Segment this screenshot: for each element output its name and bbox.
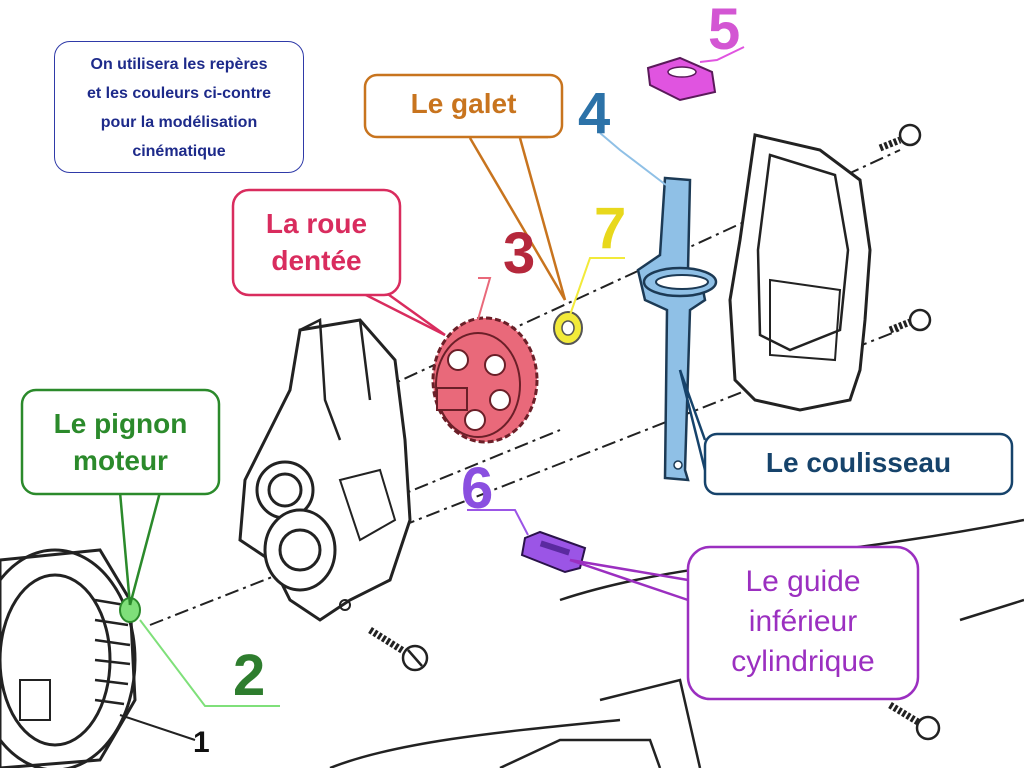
modeling-note: On utilisera les repères et les couleurs… [54,41,304,173]
callout-roue-line: dentée [271,245,362,276]
note-line: pour la modélisation [100,114,258,131]
callout-box-coulisseau [703,432,1014,496]
callout-roue-line: La roue [265,208,368,239]
callout-pignon-label: Le pignon moteur [22,405,219,479]
part-number-7: 7 [594,196,627,261]
screw-top-right [878,123,922,152]
screw-left [368,627,429,672]
screws [368,123,941,741]
number-leaders [139,46,745,707]
callout-pignon-line: Le pignon [53,408,188,439]
part-number-2: 2 [233,643,266,708]
note-line: On utilisera les repères [90,56,268,73]
callout-coulisseau-label: Le coulisseau [765,447,952,478]
slider-part [636,176,718,482]
part-number-3: 3 [503,221,536,286]
gear-wheel-part [431,316,539,444]
callout-guide-line: inférieur [748,605,858,638]
callout-box-roue [231,188,402,297]
base-outline [329,518,1024,768]
callout-box-galet [363,73,564,139]
gear-housing [238,318,412,622]
part-number-5: 5 [708,0,741,62]
note-line: cinématique [132,143,226,160]
callout-guide-line: Le guide [745,565,861,598]
part-number-1: 1 [193,726,210,759]
callout-box-pignon [20,388,221,496]
motor-part [0,548,196,768]
callout-roue-label: La roue dentée [233,205,400,279]
callout-box-guide [686,545,920,701]
lower-guide-part [520,530,587,574]
callout-guide-label: Le guide inférieur cylindrique [688,562,918,682]
callout-guide-line: cylindrique [731,645,875,678]
part-5 [646,56,717,102]
screw-mid-right [888,308,932,334]
screw-bottom-right [888,702,941,741]
roller-part [553,311,583,345]
leader-lines [118,135,707,606]
part-number-4: 4 [578,81,611,146]
cover-plate [728,133,872,412]
callout-boxes [20,73,1014,701]
part-number-6: 6 [461,456,494,521]
callout-pignon-line: moteur [73,445,168,476]
note-line: et les couleurs ci-contre [86,85,272,102]
callout-galet-label: Le galet [410,88,517,119]
